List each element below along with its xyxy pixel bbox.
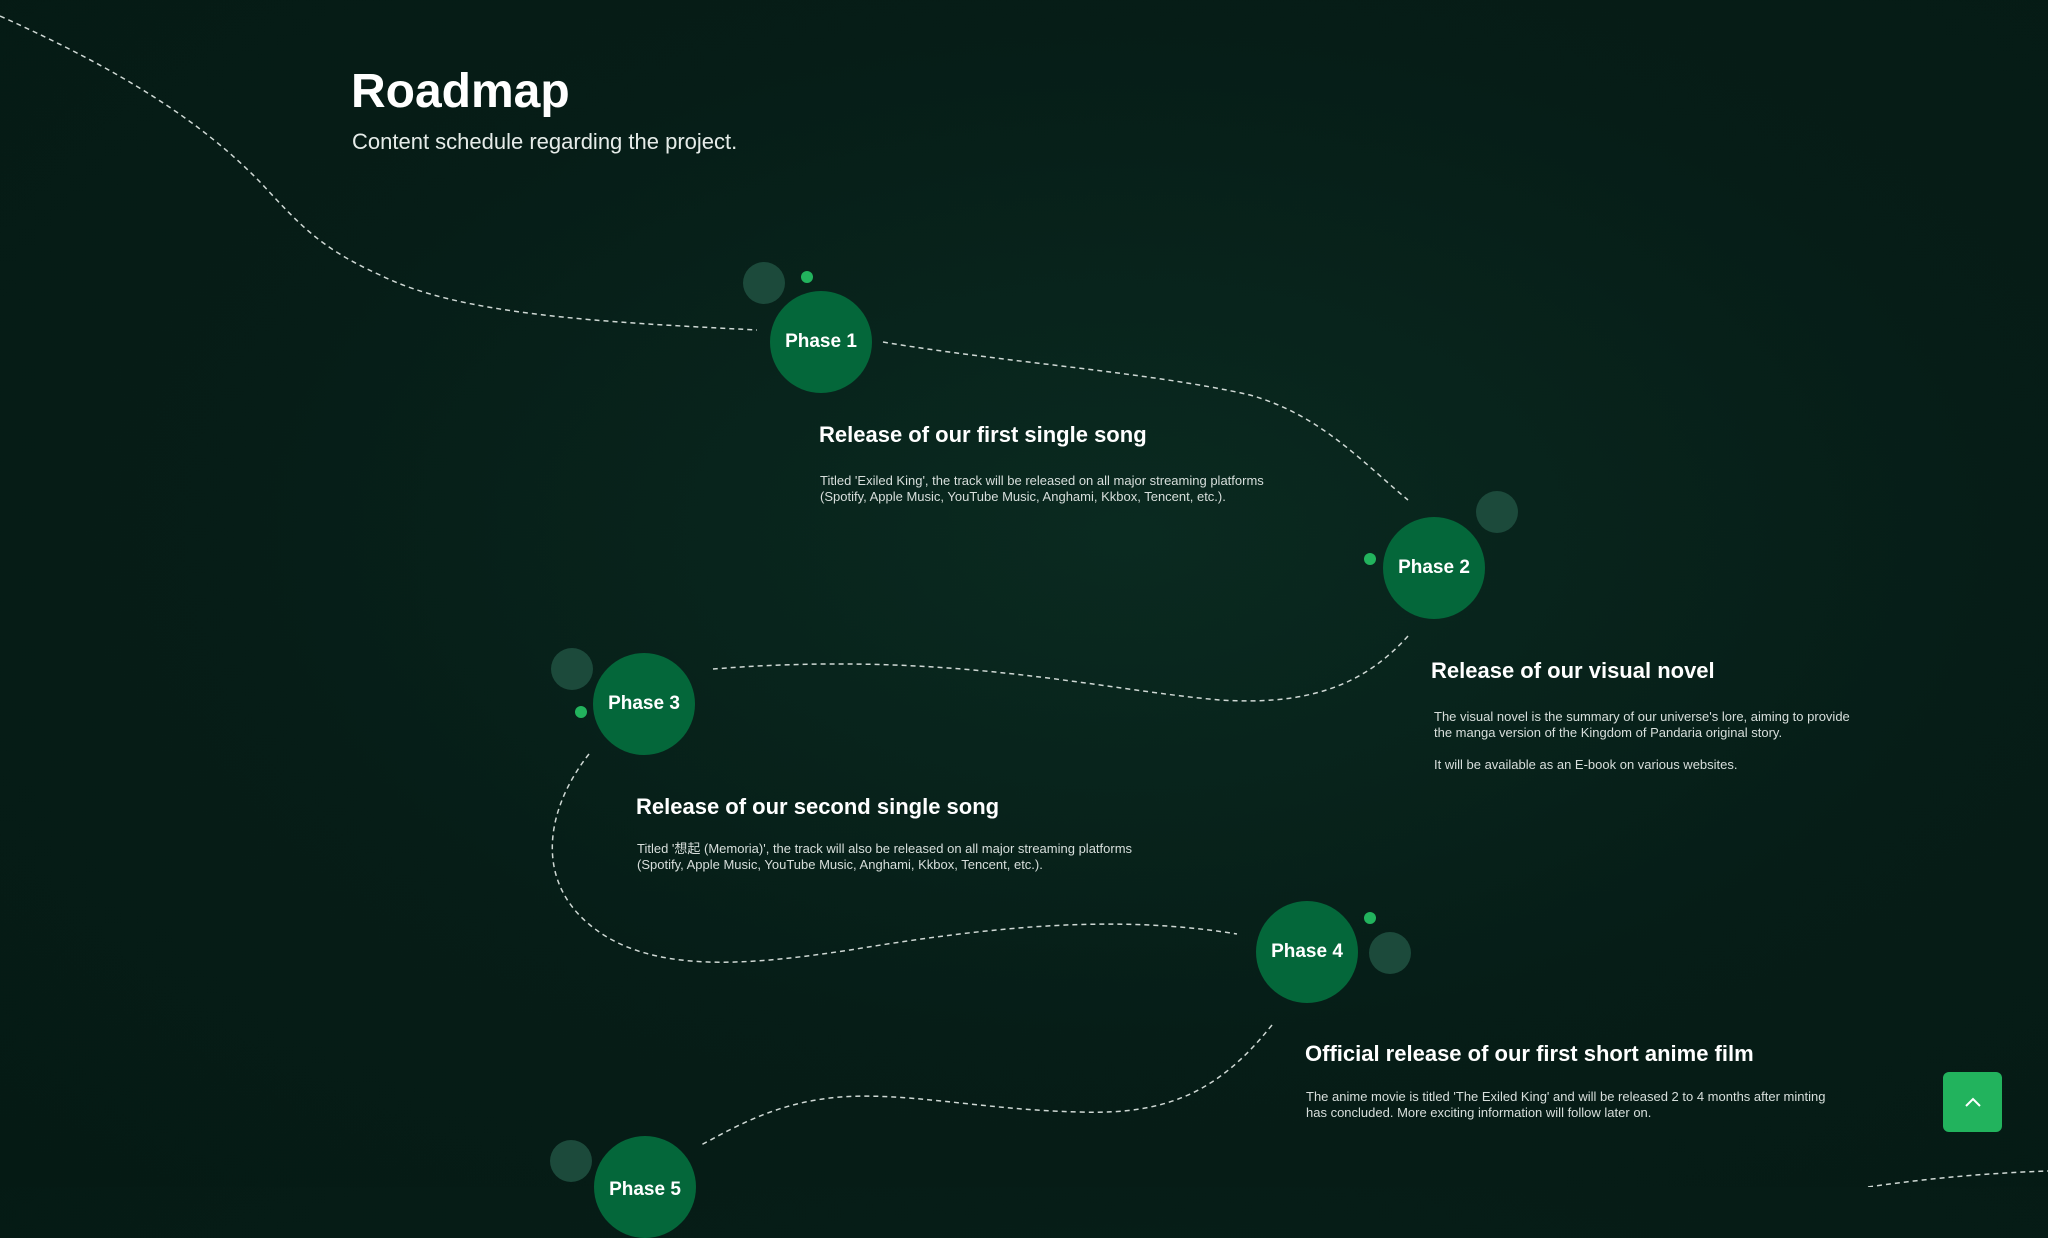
decor-bubble bbox=[743, 262, 785, 304]
decor-bubble bbox=[550, 1140, 592, 1182]
page-subtitle: Content schedule regarding the project. bbox=[352, 129, 738, 154]
path-segment bbox=[882, 341, 1409, 501]
phase-3-badge: Phase 3 bbox=[593, 653, 695, 755]
path-segment bbox=[700, 1024, 1273, 1146]
phase-2-title: Release of our visual novel bbox=[1431, 658, 1715, 683]
path-segment bbox=[712, 635, 1409, 702]
roadmap-path bbox=[0, 15, 2048, 1187]
phase-5-badge: Phase 5 bbox=[594, 1136, 696, 1238]
path-segment bbox=[551, 753, 1238, 963]
phase-2-badge: Phase 2 bbox=[1383, 517, 1485, 619]
decor-dot bbox=[1364, 553, 1376, 565]
decor-bubble bbox=[551, 648, 593, 690]
decor-dot bbox=[1364, 912, 1376, 924]
phase-1-title: Release of our first single song bbox=[819, 422, 1147, 447]
decor-bubble bbox=[1476, 491, 1518, 533]
path-segment bbox=[1867, 1170, 2048, 1187]
path-segment bbox=[0, 15, 758, 331]
phase-3-title: Release of our second single song bbox=[636, 794, 1000, 819]
phase-3-description: Titled '想起 (Memoria)', the track will al… bbox=[637, 841, 1133, 872]
page-title: Roadmap bbox=[351, 65, 570, 118]
decor-dot bbox=[801, 271, 813, 283]
decor-dot bbox=[575, 706, 587, 718]
phase-2-description: The visual novel is the summary of our u… bbox=[1434, 709, 1850, 772]
scroll-to-top-button[interactable] bbox=[1943, 1072, 2002, 1132]
phase-1-badge: Phase 1 bbox=[770, 291, 872, 393]
phase-4-title: Official release of our first short anim… bbox=[1305, 1041, 1754, 1066]
chevron-up-icon bbox=[1964, 1097, 1981, 1107]
phase-4-description: The anime movie is titled 'The Exiled Ki… bbox=[1306, 1089, 1826, 1120]
phase-1-description: Titled 'Exiled King', the track will be … bbox=[820, 473, 1264, 504]
decor-bubble bbox=[1369, 932, 1411, 974]
phase-4-badge: Phase 4 bbox=[1256, 901, 1358, 1003]
phase-5-label: Phase 5 bbox=[609, 1179, 681, 1200]
